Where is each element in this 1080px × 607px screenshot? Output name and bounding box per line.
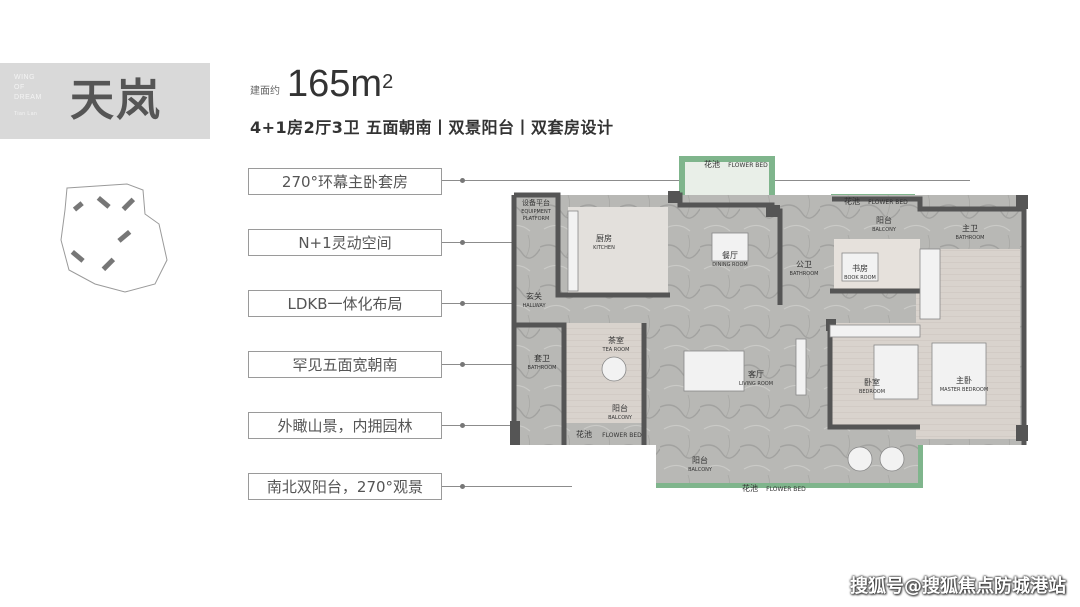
label-balcony-s: 阳台 bbox=[692, 455, 708, 465]
label-living: 客厅 bbox=[748, 369, 764, 379]
master-bed bbox=[931, 342, 987, 406]
site-map bbox=[60, 183, 168, 293]
wall-pillar bbox=[510, 421, 520, 445]
label-public-bath: 公卫 bbox=[796, 260, 812, 269]
label-equipment-en1: EQUIPMENT bbox=[521, 209, 551, 215]
logo-english: WING OF DREAM Tian Lan bbox=[14, 73, 42, 119]
feature-box-4: 罕见五面宽朝南 bbox=[248, 351, 442, 378]
label-flowerbed-bottom: 花池 bbox=[742, 483, 758, 493]
building-block bbox=[72, 201, 84, 212]
label-bed: 卧室 bbox=[864, 377, 880, 387]
label-flowerbed-top: 花池 bbox=[704, 159, 720, 169]
label-dining-en: DINING ROOM bbox=[712, 262, 747, 268]
feature-box-5: 外瞰山景，内拥园林 bbox=[248, 412, 442, 439]
area-number: 165m bbox=[287, 63, 383, 105]
label-tea: 茶室 bbox=[608, 335, 624, 345]
label-flowerbed-left: 花池 bbox=[576, 429, 592, 439]
label-master: 主卧 bbox=[956, 375, 972, 385]
label-kitchen: 厨房 bbox=[596, 233, 612, 243]
wall-pillar bbox=[668, 191, 680, 203]
label-master-bath: 主卫 bbox=[962, 223, 978, 233]
flower-bed-bottom bbox=[656, 427, 923, 488]
label-dining: 餐厅 bbox=[722, 251, 738, 260]
feature-box-6: 南北双阳台，270°观景 bbox=[248, 473, 442, 500]
project-logo: WING OF DREAM Tian Lan 天岚 bbox=[0, 63, 210, 139]
watermark: 搜狐号@搜狐焦点防城港站 bbox=[850, 576, 1066, 597]
label-hallway: 玄关 bbox=[526, 291, 542, 301]
label-flowerbed-top-en: FLOWER BED bbox=[728, 162, 768, 169]
leader-dot bbox=[460, 240, 465, 245]
dining-table bbox=[711, 232, 749, 262]
layout-subtitle: 4+1房2厅3卫 五面朝南丨双景阳台丨双套房设计 bbox=[250, 118, 614, 137]
label-suite-bath: 套卫 bbox=[534, 353, 550, 363]
tv-cabinet bbox=[795, 338, 807, 396]
label-balcony-n-en: BALCONY bbox=[872, 227, 897, 233]
bed bbox=[873, 344, 919, 400]
label-book: 书房 bbox=[852, 263, 868, 273]
label-kitchen-en: KITCHEN bbox=[593, 245, 615, 251]
building-block bbox=[121, 197, 136, 212]
label-balcony-s-en: BALCONY bbox=[688, 467, 713, 473]
wall-pillar bbox=[1016, 195, 1028, 209]
label-balcony-w-en: BALCONY bbox=[608, 415, 633, 421]
desk bbox=[841, 252, 879, 282]
label-equipment-en2: PLATFORM bbox=[523, 216, 550, 222]
feature-box-2: N+1灵动空间 bbox=[248, 229, 442, 256]
area-label: 建面约 bbox=[250, 86, 280, 97]
label-bed-en: BEDROOM bbox=[859, 389, 885, 395]
label-public-bath-en: BATHROOM bbox=[790, 271, 819, 277]
label-suite-bath-en: BATHROOM bbox=[528, 365, 557, 371]
feature-box-3: LDKB一体化布局 bbox=[248, 290, 442, 317]
building-block bbox=[101, 257, 116, 272]
lounge-chair bbox=[847, 446, 873, 472]
logo-en-line: DREAM bbox=[14, 94, 42, 101]
wall-pillar bbox=[1016, 425, 1028, 441]
kitchen-floor bbox=[568, 207, 668, 293]
leader-dot bbox=[460, 484, 465, 489]
area-value: 165m2 bbox=[287, 62, 393, 106]
feature-box-1: 270°环幕主卧套房 bbox=[248, 168, 442, 195]
leader-dot bbox=[460, 178, 465, 183]
label-book-en: BOOK ROOM bbox=[844, 275, 876, 281]
leader-dot bbox=[460, 301, 465, 306]
building-block bbox=[96, 195, 111, 209]
wall-pillar bbox=[766, 205, 780, 217]
counter bbox=[567, 210, 579, 292]
label-balcony-w: 阳台 bbox=[612, 403, 628, 413]
leader-line bbox=[442, 486, 572, 487]
label-hallway-en: HALLWAY bbox=[522, 303, 546, 309]
building-block bbox=[117, 229, 132, 243]
wardrobe bbox=[919, 248, 941, 320]
leader-dot bbox=[460, 423, 465, 428]
label-master-en: MASTER BEDROOM bbox=[940, 387, 988, 393]
balcony-south bbox=[656, 441, 918, 483]
logo-en-line: WING bbox=[14, 74, 36, 81]
label-equipment: 设备平台 bbox=[522, 198, 550, 207]
label-tea-en: TEA ROOM bbox=[602, 347, 630, 353]
label-flowerbed-left-en: FLOWER BED bbox=[602, 432, 642, 439]
logo-en-small: Tian Lan bbox=[14, 111, 38, 117]
logo-title: 天岚 bbox=[70, 75, 162, 126]
label-balcony-n: 阳台 bbox=[876, 215, 892, 225]
lounge-chair bbox=[879, 446, 905, 472]
wardrobe bbox=[829, 324, 921, 338]
logo-en-line: OF bbox=[14, 84, 25, 91]
area-superscript: 2 bbox=[382, 71, 394, 93]
label-flowerbed-right: 花池 bbox=[844, 196, 860, 206]
label-flowerbed-right-en: FLOWER BED bbox=[868, 199, 908, 206]
label-living-en: LIVING ROOM bbox=[739, 381, 773, 387]
label-master-bath-en: BATHROOM bbox=[956, 235, 985, 241]
floor-plan: 花池 FLOWER BED 花池 FLOWER BED 设备平台 EQUIPME… bbox=[510, 156, 1028, 493]
tea-table bbox=[601, 356, 627, 382]
label-flowerbed-bottom-en: FLOWER BED bbox=[766, 486, 806, 493]
leader-dot bbox=[460, 362, 465, 367]
sofa bbox=[683, 350, 745, 392]
building-block bbox=[70, 249, 85, 263]
